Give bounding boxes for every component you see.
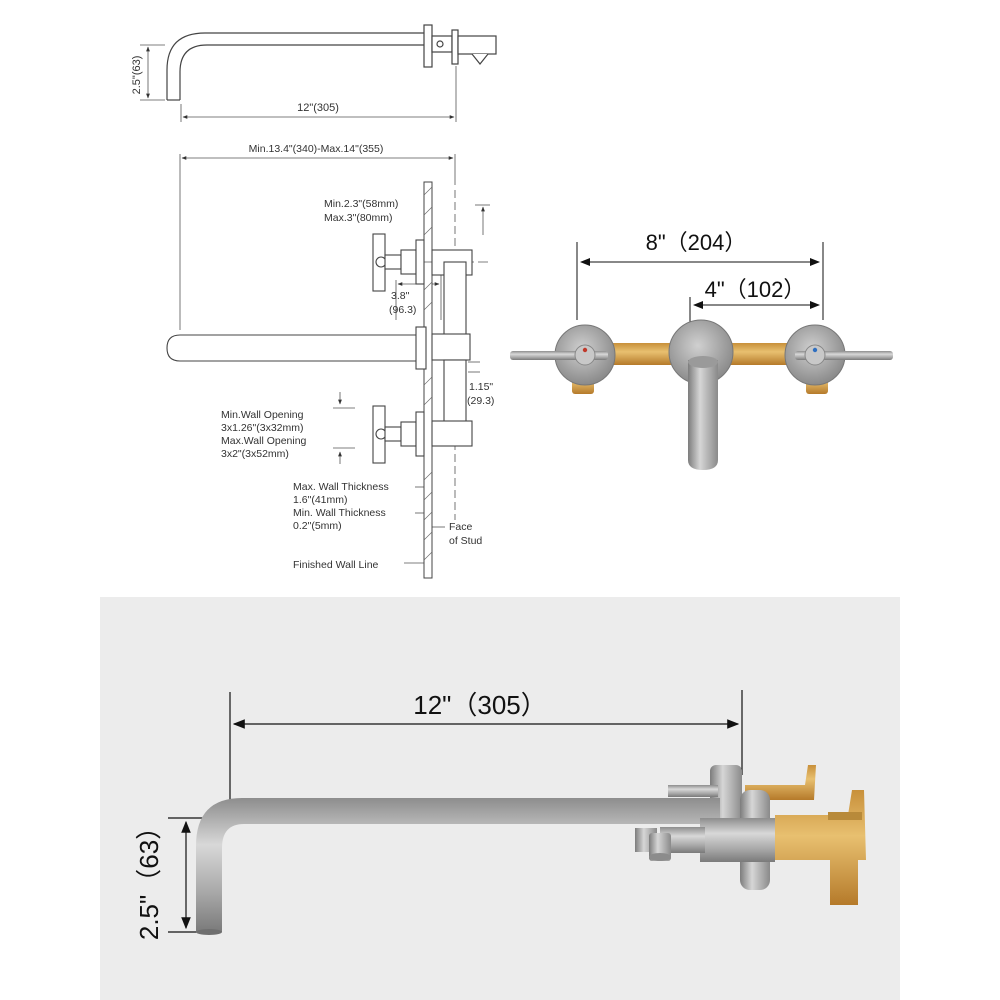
side-view-wall (380, 181, 492, 579)
front-faucet-photo (510, 319, 893, 470)
top-spout-height-label: 2.5"(63) (131, 56, 143, 95)
side-depth-min: Min.2.3"(58mm) (324, 198, 398, 210)
side-depth-max: Max.3"(80mm) (324, 212, 393, 224)
wall-thick-min: Min. Wall Thickness (293, 507, 386, 519)
top-spout-drawing (166, 24, 497, 101)
side-offset-mm: (29.3) (467, 395, 494, 407)
wall-thick-min-val: 0.2"(5mm) (293, 520, 342, 532)
wall-opening-min: Min.Wall Opening (221, 409, 304, 421)
wall-opening-min-size: 3x1.26"(3x32mm) (221, 422, 304, 434)
side-faucet-photo (196, 765, 866, 935)
photo-height-label: 2.5"（63） (134, 814, 164, 940)
side-offset-label: 1.15" (469, 381, 493, 393)
photo-length-label: 12"（305） (413, 690, 547, 720)
stud-label: of Stud (449, 535, 482, 547)
front-center-to-handle: 4"（102） (705, 277, 806, 302)
finished-wall-label: Finished Wall Line (293, 559, 379, 571)
face-label: Face (449, 521, 473, 533)
top-spout-dimensions (140, 44, 457, 122)
wall-thick-max: Max. Wall Thickness (293, 481, 389, 493)
side-overall-label: Min.13.4"(340)-Max.14"(355) (249, 143, 384, 155)
wall-thick-max-val: 1.6"(41mm) (293, 494, 348, 506)
wall-opening-max: Max.Wall Opening (221, 435, 307, 447)
wall-opening-max-size: 3x2"(3x52mm) (221, 448, 289, 460)
top-spout-length-label: 12"(305) (297, 102, 339, 114)
front-overall-width: 8"（204） (646, 230, 747, 255)
front-view-dimensions (576, 242, 824, 325)
photo-dimensions (168, 690, 743, 933)
side-spacing-mm: (96.3) (389, 304, 416, 316)
side-spacing-label: 3.8" (391, 290, 410, 302)
side-view-valves (166, 233, 473, 464)
